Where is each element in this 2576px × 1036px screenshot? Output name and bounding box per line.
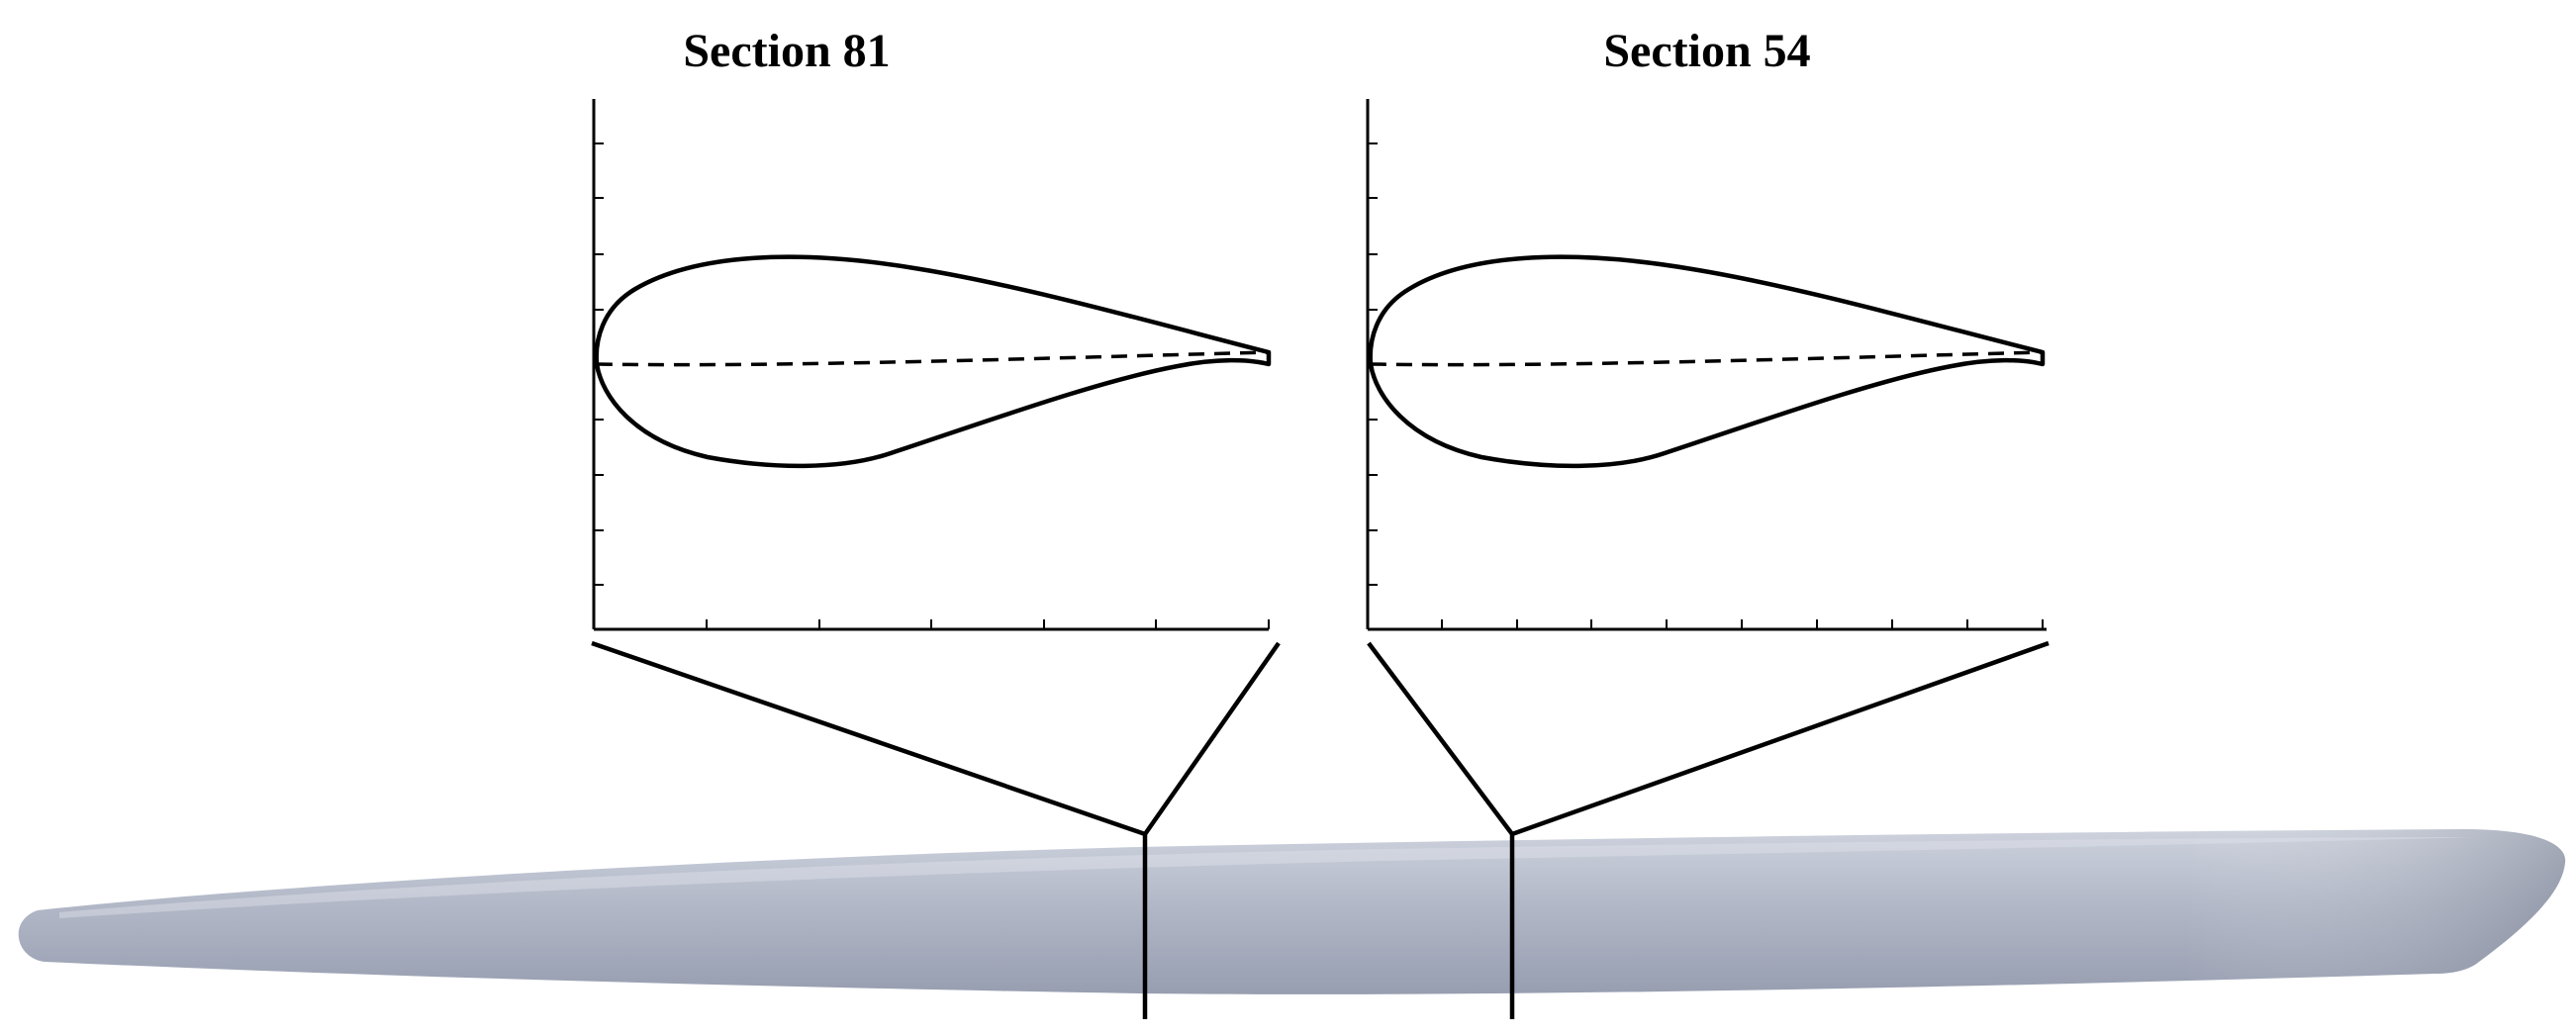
section-54-title: Section 54 — [1603, 25, 1810, 77]
section-81-leader-lines — [591, 640, 1281, 837]
section-81-x-ticks — [706, 619, 1270, 629]
section-81-airfoil-outline — [594, 254, 1272, 469]
wind-turbine-blade — [18, 829, 2566, 994]
section-54-leader-lines — [1367, 640, 2050, 837]
section-81-title: Section 81 — [683, 25, 890, 77]
section-54-x-ticks — [1441, 619, 2044, 629]
section-54-callout — [1367, 640, 2050, 1019]
section-81-chord-line — [596, 350, 1270, 367]
section-81-callout — [591, 640, 1281, 1019]
blade-highlight — [59, 837, 2474, 918]
section-54-plot — [1366, 99, 2047, 631]
blade-root-shading — [18, 829, 2566, 994]
section-54-airfoil-outline — [1368, 254, 2046, 469]
section-54-chord-line — [1370, 350, 2044, 367]
section-81-plot — [592, 99, 1272, 631]
